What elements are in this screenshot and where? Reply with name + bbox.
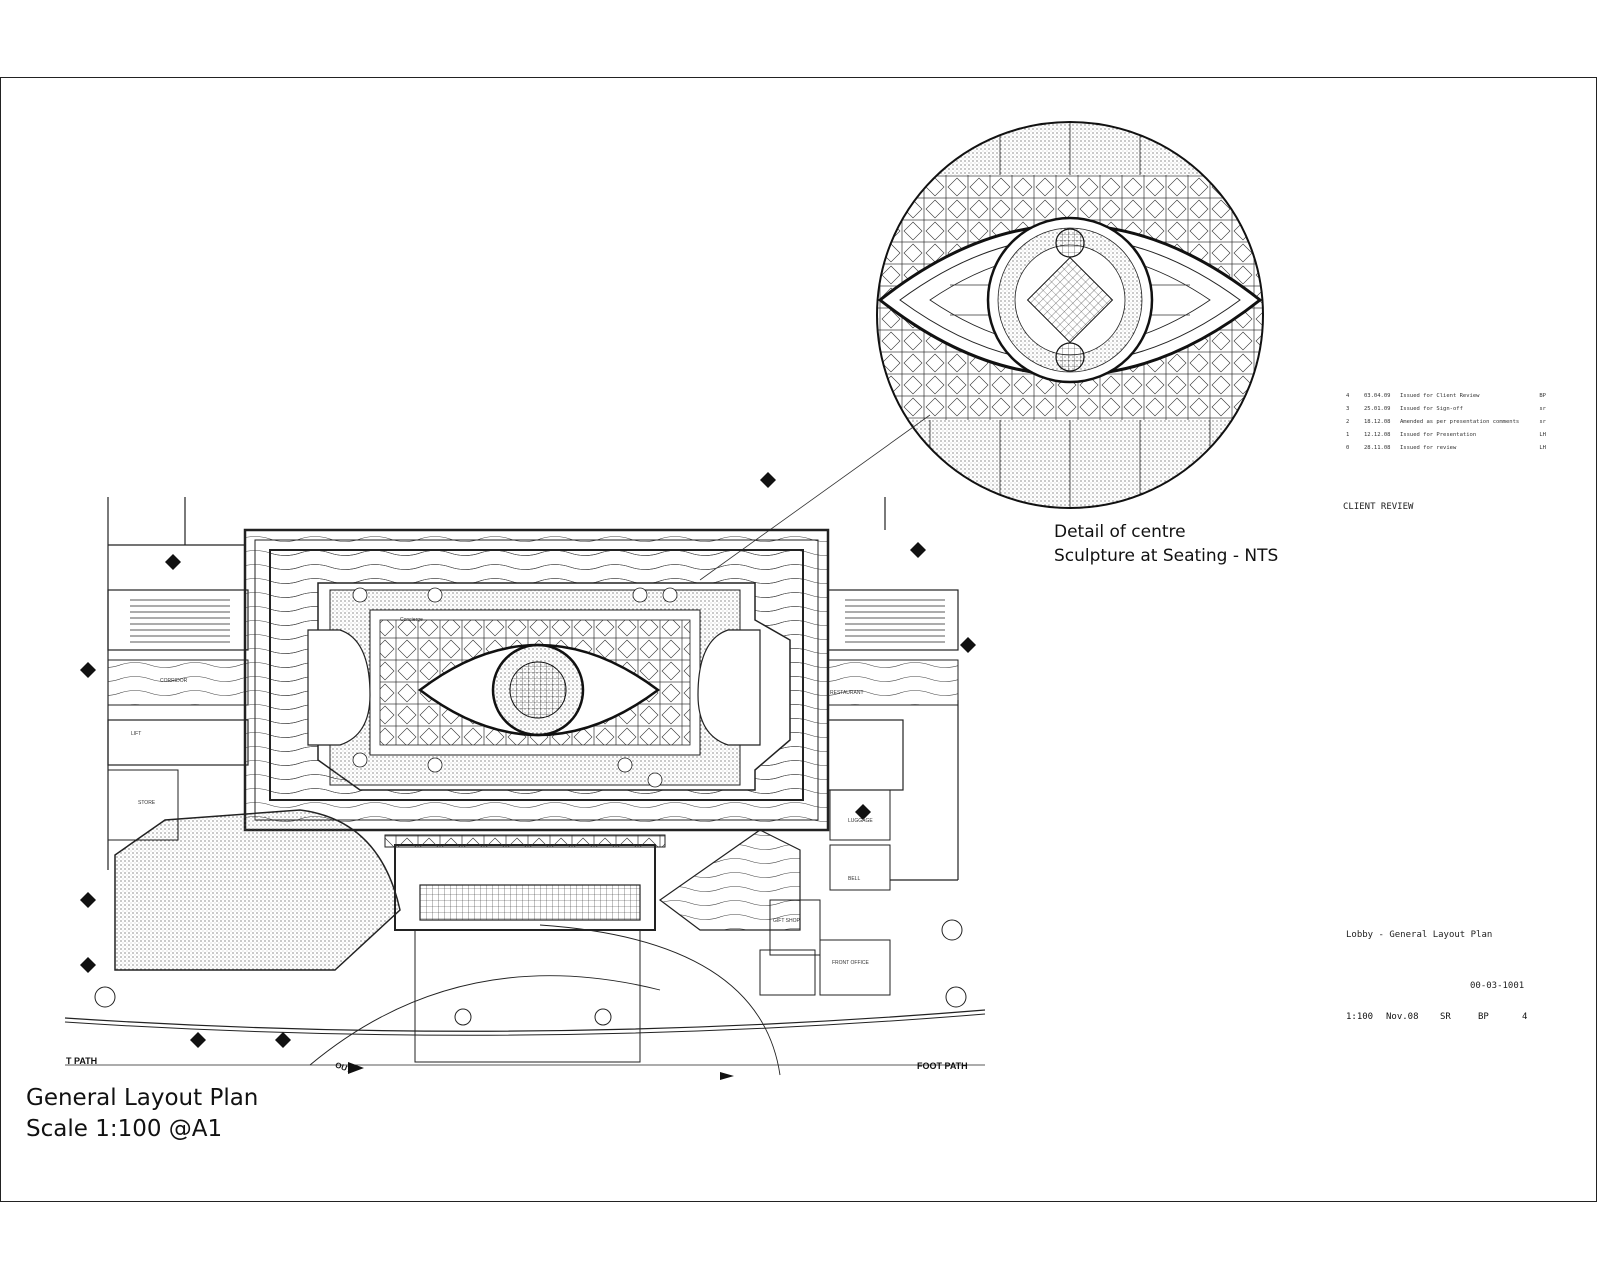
tb-scale: 1:100 [1346, 1012, 1374, 1022]
lobby-layout-plan [64, 472, 986, 1080]
rev-no: 0 [1346, 444, 1350, 451]
drawing-number: 00-03-1001 [1470, 981, 1525, 991]
rev-by: LH [1539, 431, 1546, 438]
revision-table: 4 03.04.09 Issued for Client Review BP 3… [1346, 389, 1546, 454]
detail-circle-outline [876, 121, 1264, 509]
plan-scale: Scale 1:100 @A1 [26, 1116, 223, 1142]
rev-by: LH [1539, 444, 1546, 451]
rev-date: 28.11.08 [1364, 444, 1391, 451]
rev-by: BP [1539, 392, 1546, 399]
detail-caption-line2: Sculpture at Seating - NTS [1054, 546, 1279, 566]
restaurant-label: RESTAURANT [830, 690, 864, 696]
revision-row: 4 03.04.09 Issued for Client Review BP [1346, 389, 1546, 402]
sculpture-detail-circle [877, 122, 1263, 508]
tb-checked: BP [1478, 1012, 1489, 1022]
concierge-label: Concierge [400, 617, 423, 623]
luggage-label: LUGGAGE [848, 818, 873, 824]
rev-no: 3 [1346, 405, 1350, 412]
drawing-title: Lobby - General Layout Plan [1346, 930, 1493, 940]
foot-path-left-label: T PATH [66, 1056, 98, 1066]
rev-date: 18.12.08 [1364, 418, 1391, 425]
rev-by: sr [1539, 405, 1546, 412]
rev-date: 25.01.09 [1364, 405, 1391, 412]
tb-date: Nov.08 [1386, 1012, 1419, 1022]
rev-desc: Issued for Sign-off [1400, 405, 1463, 412]
rev-desc: Issued for Client Review [1400, 392, 1480, 399]
status-label: CLIENT REVIEW [1343, 502, 1414, 512]
gift-shop-label: GIFT SHOP [773, 918, 800, 924]
rev-desc: Issued for review [1400, 444, 1457, 451]
revision-row: 3 25.01.09 Issued for Sign-off sr [1346, 402, 1546, 415]
rev-desc: Amended as per presentation comments [1400, 418, 1520, 425]
rev-date: 03.04.09 [1364, 392, 1391, 399]
revision-row: 1 12.12.08 Issued for Presentation LH [1346, 428, 1546, 441]
tb-drawn: SR [1440, 1012, 1451, 1022]
bell-label: BELL [848, 876, 861, 882]
rev-no: 1 [1346, 431, 1350, 438]
rev-by: sr [1539, 418, 1546, 425]
revision-row: 2 18.12.08 Amended as per presentation c… [1346, 415, 1546, 428]
rev-no: 4 [1346, 392, 1350, 399]
front-office-label: FRONT OFFICE [832, 960, 869, 966]
rev-desc: Issued for Presentation [1400, 431, 1477, 438]
detail-caption-line1: Detail of centre [1054, 522, 1186, 542]
revision-row: 0 28.11.08 Issued for review LH [1346, 441, 1546, 454]
corridor-label: CORRIDOR [160, 678, 188, 684]
rev-date: 12.12.08 [1364, 431, 1391, 438]
tb-revision: 4 [1522, 1012, 1528, 1022]
detail-caption: Detail of centre Sculpture at Seating - … [1054, 520, 1278, 568]
lift-label: LIFT [131, 731, 142, 737]
drawing-sheet-border [0, 77, 1597, 1202]
rev-no: 2 [1346, 418, 1350, 425]
foot-path-right-label: FOOT PATH [917, 1061, 968, 1071]
plan-caption: General Layout Plan Scale 1:100 @A1 [26, 1083, 258, 1145]
plan-title: General Layout Plan [26, 1085, 259, 1111]
store-label: STORE [138, 800, 156, 806]
